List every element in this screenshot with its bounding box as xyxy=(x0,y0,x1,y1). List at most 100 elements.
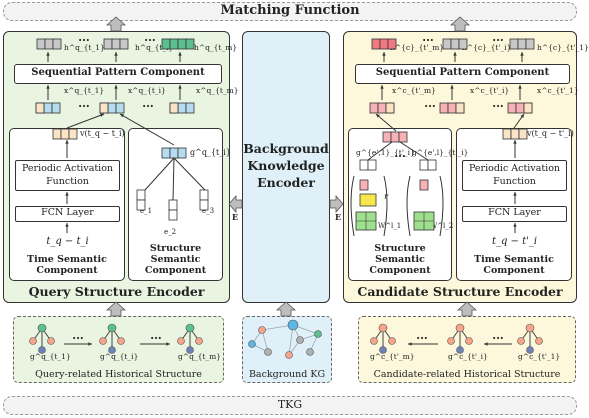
query-output-hi-cell xyxy=(119,38,129,50)
kg-node-4 xyxy=(285,351,293,359)
candidate-history-arrow-1-head xyxy=(408,342,412,346)
query-graph-m-center xyxy=(185,323,195,333)
query-graph-label-1: g^q_{t_1} xyxy=(30,352,71,361)
candidate-out-arrow-1-head xyxy=(453,52,457,56)
candidate-gl-label: g^{e',l}_{t'_i} xyxy=(412,148,469,157)
query-g-vector-cell xyxy=(177,147,187,159)
kg-node-7 xyxy=(296,336,304,344)
candidate-paren-right-2 xyxy=(439,175,444,237)
tkg-bar xyxy=(3,396,577,415)
candidate-graph-label-i: g^c_{t'_i} xyxy=(448,352,488,361)
query-e3-label: e_3 xyxy=(201,207,215,215)
matching-function-title: Matching Function xyxy=(220,3,360,18)
query-output-hi-cell xyxy=(111,38,121,50)
query-h1-label: h^q_{t_1} xyxy=(64,43,105,52)
candidate-time-vector-cell xyxy=(510,128,520,140)
candidate-x-arrow-1-head xyxy=(450,85,454,89)
candidate-x-arrow-2-head xyxy=(518,85,522,89)
candidate-g1-label: g^{e',1}_{t'_i} xyxy=(356,148,415,157)
query-edge-e1 xyxy=(144,157,175,191)
query-g-to-xi-head xyxy=(120,114,124,118)
query-graph-1-leaf1 xyxy=(29,337,37,345)
query-g-vector-cell xyxy=(161,147,171,159)
candidate-x1-label: x^c_{t'_1} xyxy=(537,86,579,95)
query-output-hm-cell xyxy=(185,38,195,50)
candidate-g1-link xyxy=(367,141,393,161)
candidate-x1-cell xyxy=(515,102,525,114)
query-history-up-arrow xyxy=(105,301,127,317)
candidate-g-vector-top-cell xyxy=(382,131,392,143)
query-graph-m-leaf2 xyxy=(195,337,203,345)
candidate-structure-ellipsis: ··· xyxy=(394,150,406,163)
query-x1-cell xyxy=(51,102,61,114)
query-structure-component-label: Structure Semantic Component xyxy=(144,243,207,276)
candidate-xm-time-cell xyxy=(385,102,395,114)
candidate-graph-i-leaf2 xyxy=(465,337,473,345)
candidate-g-to-xm xyxy=(375,113,397,132)
candidate-graph-m-leaf1 xyxy=(370,337,378,345)
query-out-arrow-0-head xyxy=(46,52,50,56)
candidate-graph-i-center xyxy=(455,323,465,333)
query-xm-time-cell xyxy=(169,102,179,114)
query-xm-label: x^q_{t_m} xyxy=(196,86,239,95)
candidate-xm-cell xyxy=(377,102,387,114)
query-hi-label: h^q_{t_i} xyxy=(135,43,174,52)
query-e1-label: e_1 xyxy=(139,207,153,215)
background-encoder-title: Background Knowledge Encoder xyxy=(243,141,329,190)
query-encoder-title: Query Structure Encoder xyxy=(28,284,205,299)
query-edge-e3 xyxy=(173,157,206,191)
candidate-output-hm-cell xyxy=(371,38,381,50)
query-output-h1-cell xyxy=(44,38,54,50)
query-g-to-xi xyxy=(119,113,175,146)
candidate-encoder-title: Candidate Structure Encoder xyxy=(357,284,563,299)
query-xm-cell xyxy=(185,102,195,114)
background-kg-caption: Background KG xyxy=(248,369,326,380)
candidate-g1-vector-cell xyxy=(367,159,377,171)
background-encoder-panel xyxy=(242,31,330,303)
candidate-x1-time-cell xyxy=(523,102,533,114)
query-time-vector-cell xyxy=(60,128,70,140)
kg-edge-2 xyxy=(261,329,269,353)
candidate-minus-cell-cell xyxy=(359,179,369,191)
candidate-gl-vector-cell xyxy=(427,159,437,171)
candidate-output-hi-cell xyxy=(442,38,452,50)
candidate-ellipsis-3: ··· xyxy=(424,100,436,113)
candidate-graph-label-m: g^c_{t'_m} xyxy=(370,352,415,361)
candidate-output-h1-cell xyxy=(509,38,519,50)
candidate-time-vector-cell xyxy=(518,128,528,140)
query-output-h1-cell xyxy=(52,38,62,50)
query-e2-vector-cell xyxy=(168,209,178,221)
query-e1-vector-cell xyxy=(136,199,146,211)
candidate-history-panel xyxy=(358,316,576,383)
query-history-caption: Query-related Historical Structure xyxy=(35,369,202,380)
candidate-output-h1-cell xyxy=(525,38,535,50)
query-graph-m-leaf1 xyxy=(177,337,185,345)
candidate-history-ellipsis-2: ··· xyxy=(492,332,504,345)
candidate-output-h1-cell xyxy=(517,38,527,50)
candidate-r-label: r xyxy=(384,192,388,201)
query-fcn-label: FCN Layer xyxy=(41,207,94,218)
candidate-ellipsis-1: ··· xyxy=(422,34,434,47)
kg-node-3 xyxy=(264,348,272,356)
query-g-vector-cell xyxy=(169,147,179,159)
query-v-to-xi xyxy=(66,113,105,129)
query-to-matching-arrow xyxy=(105,16,127,32)
candidate-paren-left-2 xyxy=(406,175,411,237)
e-arrow-right-label: E xyxy=(334,212,342,222)
query-periodic-box xyxy=(15,160,120,191)
query-xi-time-cell xyxy=(99,102,109,114)
candidate-periodic-box xyxy=(462,160,567,191)
candidate-paren-right-1 xyxy=(383,175,388,237)
candidate-r-vector xyxy=(359,193,377,207)
query-v-label: v(t_q − t_i) xyxy=(80,129,125,138)
query-e2-vector-cell xyxy=(168,199,178,211)
query-output-hm-cell xyxy=(169,38,179,50)
query-time-component xyxy=(9,128,125,281)
candidate-history-up-arrow xyxy=(456,301,478,317)
tkg-label: TKG xyxy=(277,398,303,411)
candidate-fcn-to-periodic-head xyxy=(513,192,517,196)
candidate-spc-box xyxy=(355,64,570,84)
background-kg-up-arrow xyxy=(275,301,297,317)
query-time-vector-cell xyxy=(68,128,78,140)
